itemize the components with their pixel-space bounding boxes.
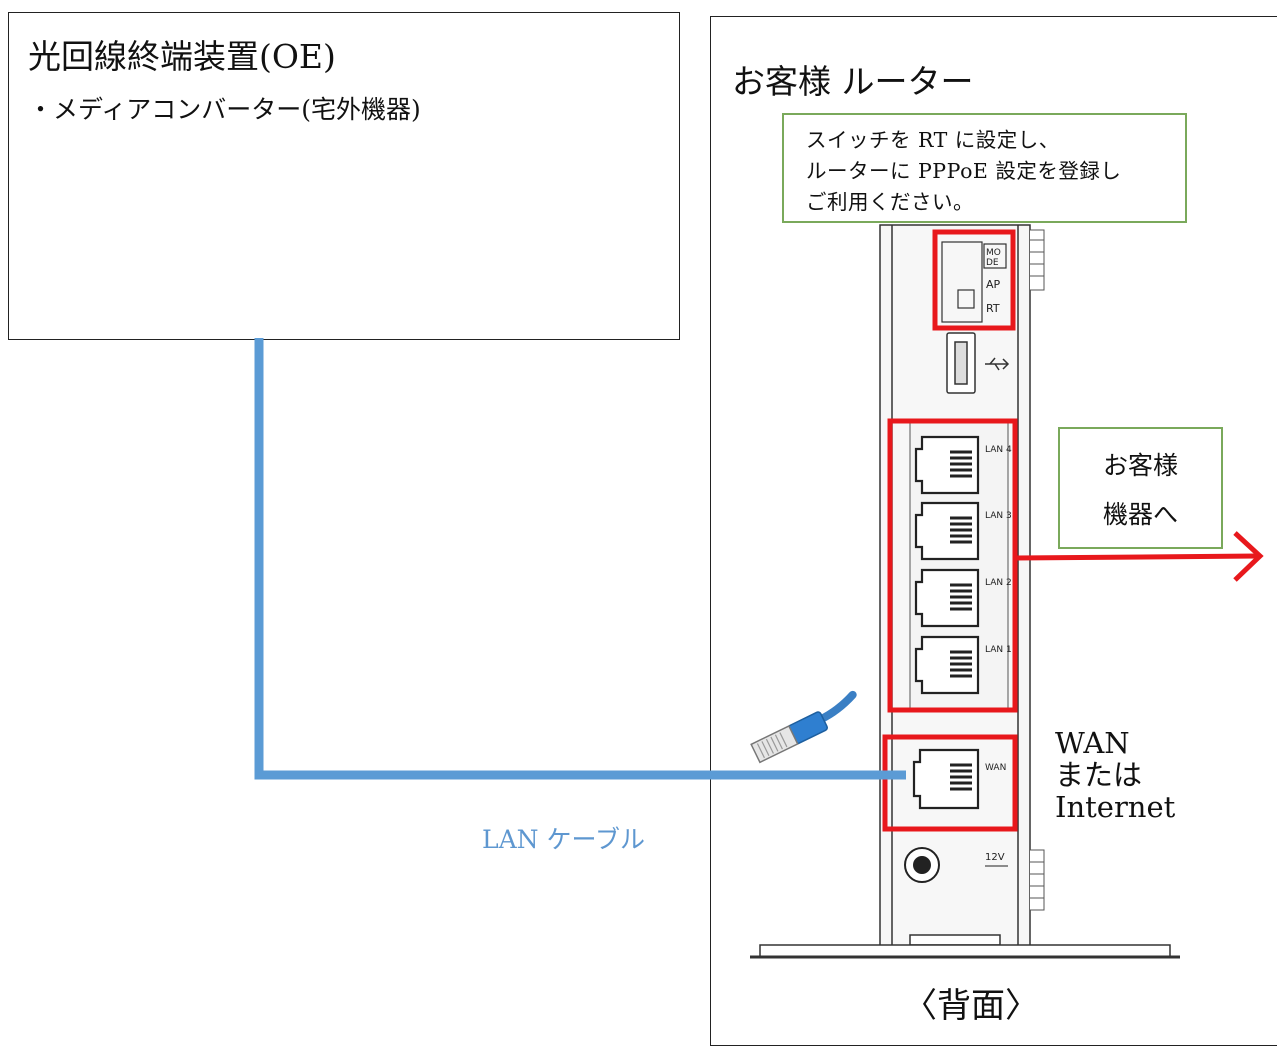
lan-ports [909,419,1009,711]
onu-box [8,12,680,340]
onu-subtitle: ・メディアコンバーター(宅外機器) [28,95,421,124]
lan-port-1 [914,635,980,695]
power-jack [904,847,940,883]
mode-label-ap: AP [986,278,1001,291]
back-view-label: 〈背面〉 [903,986,1039,1026]
onu-title: 光回線終端装置(OE) [28,37,336,76]
wan-internet-label: WAN または Internet [1055,727,1175,823]
switch-note-line2: ルーターに PPPoE 設定を登録し [806,159,1122,183]
lan-port-2 [914,568,980,628]
router-title: お客様 ルーター [732,62,974,101]
lan-label-1: LAN 1 [985,645,1012,655]
switch-note-line3: ご利用ください。 [806,190,974,214]
customer-devices-note: お客様 機器へ [1058,427,1223,549]
mode-switch [941,241,1007,323]
lan-port-3 [914,501,980,561]
lan-cable-label: LAN ケーブル [482,825,645,854]
usb-port [946,332,976,394]
device-note-line2: 機器へ [1102,500,1178,529]
usb-icon [985,357,1010,371]
mode-label-rt: RT [986,302,1000,315]
lan-ports-highlight [887,418,1018,713]
wan-label-line2: または [1055,758,1143,792]
device-note-line1: お客様 [1102,451,1178,480]
lan-label-2: LAN 2 [985,578,1012,588]
diagram-drawing: MO DE AP RT LAN 4 LAN [254,224,1264,959]
switch-note-line1: スイッチを RT に設定し、 [806,128,1060,152]
lan-label-4: LAN 4 [985,445,1012,455]
wan-port [912,748,980,810]
mode-label-top: MO [986,248,1001,258]
wan-label-line1: WAN [1055,726,1130,760]
wan-port-highlight [882,734,1018,832]
arrow-to-devices [1014,531,1264,582]
lan-cable [254,338,906,780]
switch-setting-note: スイッチを RT に設定し、 ルーターに PPPoE 設定を登録し ご利用くださ… [782,113,1187,223]
power-label: 12V [985,852,1005,863]
wan-label-line3: Internet [1055,790,1176,824]
mode-switch-highlight [932,229,1016,331]
lan-label-3: LAN 3 [985,511,1012,521]
lan-port-4 [914,435,980,495]
wan-port-label: WAN [985,763,1006,773]
mode-label-bottom: DE [986,258,999,268]
rj45-connector-icon [750,690,857,764]
